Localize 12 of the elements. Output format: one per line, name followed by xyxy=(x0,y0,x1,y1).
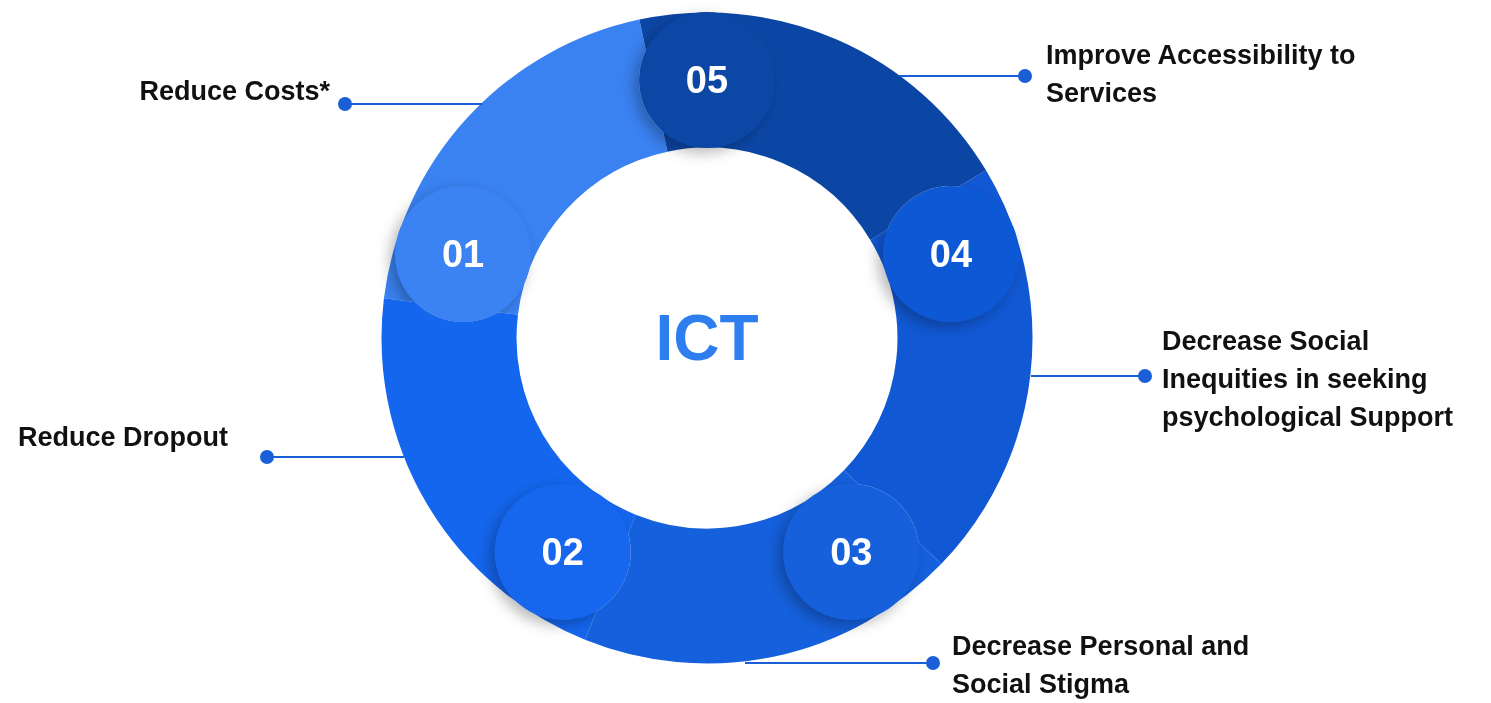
callout-text: Reduce Costs* xyxy=(60,72,330,110)
leader-line xyxy=(898,69,1032,83)
leader-line xyxy=(744,656,940,670)
leader-line xyxy=(260,450,405,464)
ring-segment: 03 xyxy=(588,467,939,664)
callout-text: Decrease Social Inequities in seeking psychological Support xyxy=(1162,322,1487,436)
center-title: ICT xyxy=(647,303,767,373)
leader-line xyxy=(338,97,484,111)
callout-text: Improve Accessibility to Services xyxy=(1046,36,1406,112)
callout-text: Decrease Personal and Social Stigma xyxy=(952,627,1292,703)
leader-line xyxy=(1030,369,1152,383)
callout-text: Reduce Dropout xyxy=(18,418,258,456)
